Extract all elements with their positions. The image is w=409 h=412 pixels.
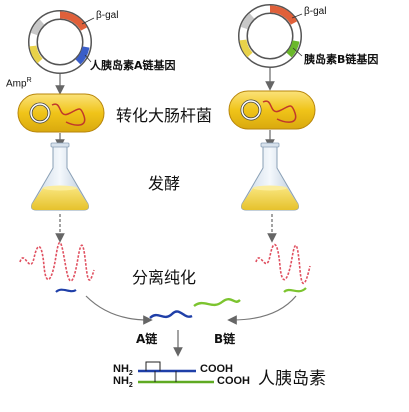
- step-purify-label: 分离纯化: [132, 268, 197, 287]
- chain-a-cooh-label: COOH: [200, 363, 233, 375]
- nh2-b-sub: 2: [128, 382, 133, 390]
- plasmid-right-marker-label: β-gal: [304, 6, 327, 17]
- plasmid-right-icon: [238, 4, 302, 68]
- plasmid-left-icon: [28, 10, 92, 74]
- bacterium-left-icon: [17, 93, 105, 133]
- plasmid-left-resistance-label: AmpR: [6, 77, 32, 89]
- nh2-b-text: NH: [113, 375, 129, 387]
- plasmid-left-gene-label: 人胰岛素A链基因: [90, 59, 176, 72]
- plasmid-left-marker-label: β-gal: [96, 10, 119, 21]
- chain-a-label: A链: [136, 332, 158, 346]
- flask-right-icon: [241, 142, 299, 211]
- step-ferment-label: 发酵: [148, 174, 181, 193]
- product-name-label: 人胰岛素: [258, 369, 326, 389]
- amp-text: Amp: [6, 78, 27, 90]
- plasmid-right-gene-label: 胰岛素B链基因: [304, 53, 379, 66]
- chain-a-nh2-label: NH2: [113, 363, 133, 377]
- nh2-a-text: NH: [113, 363, 129, 375]
- chain-b-cooh-label: COOH: [217, 375, 250, 387]
- step-transform-label: 转化大肠杆菌: [116, 106, 213, 125]
- insulin-structure-icon: [138, 361, 214, 384]
- chain-b-label: B链: [214, 332, 236, 346]
- flask-left-icon: [31, 142, 89, 211]
- nh2-a-sub: 2: [128, 370, 133, 378]
- chain-b-nh2-label: NH2: [113, 375, 133, 389]
- bacterium-right-icon: [228, 90, 316, 130]
- purified-chain-b-icon: [193, 297, 241, 308]
- purified-chain-a-icon: [149, 310, 193, 319]
- protein-coil-right-icon: [255, 243, 311, 293]
- protein-coil-left-icon: [19, 241, 95, 293]
- amp-superscript: R: [26, 77, 32, 84]
